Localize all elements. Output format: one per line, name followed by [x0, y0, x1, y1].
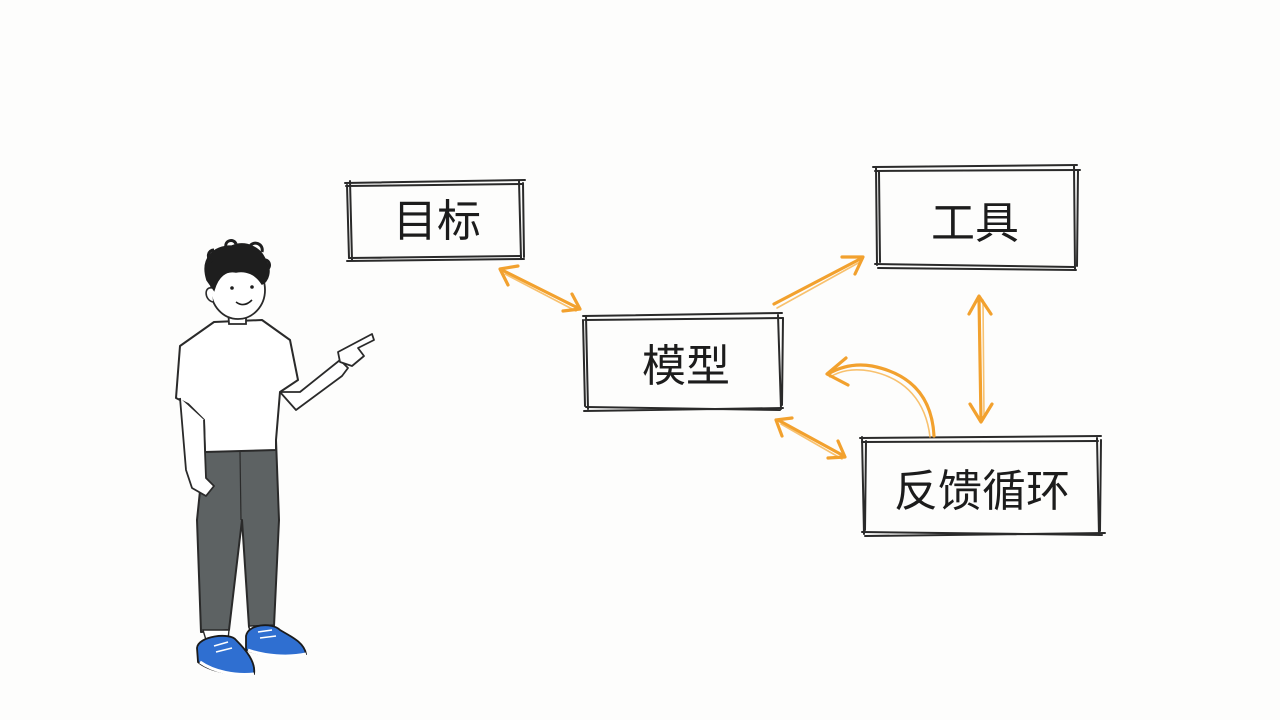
edge-model-tools	[772, 255, 865, 309]
node-feedback: 反馈循环	[859, 435, 1106, 537]
node-tools-label: 工具	[931, 198, 1019, 249]
node-model-label: 模型	[642, 341, 730, 392]
edge-goal-model	[498, 264, 582, 313]
person-pointing-icon	[175, 239, 375, 676]
node-goal-label: 目标	[393, 196, 481, 247]
edge-tools-feedback	[967, 294, 994, 424]
edge-feedback-model	[774, 416, 847, 460]
edge-feedback-model-curved	[825, 356, 936, 438]
node-goal: 目标	[344, 179, 526, 262]
node-feedback-label: 反馈循环	[894, 466, 1070, 517]
node-tools: 工具	[872, 164, 1081, 271]
node-model: 模型	[582, 312, 784, 412]
